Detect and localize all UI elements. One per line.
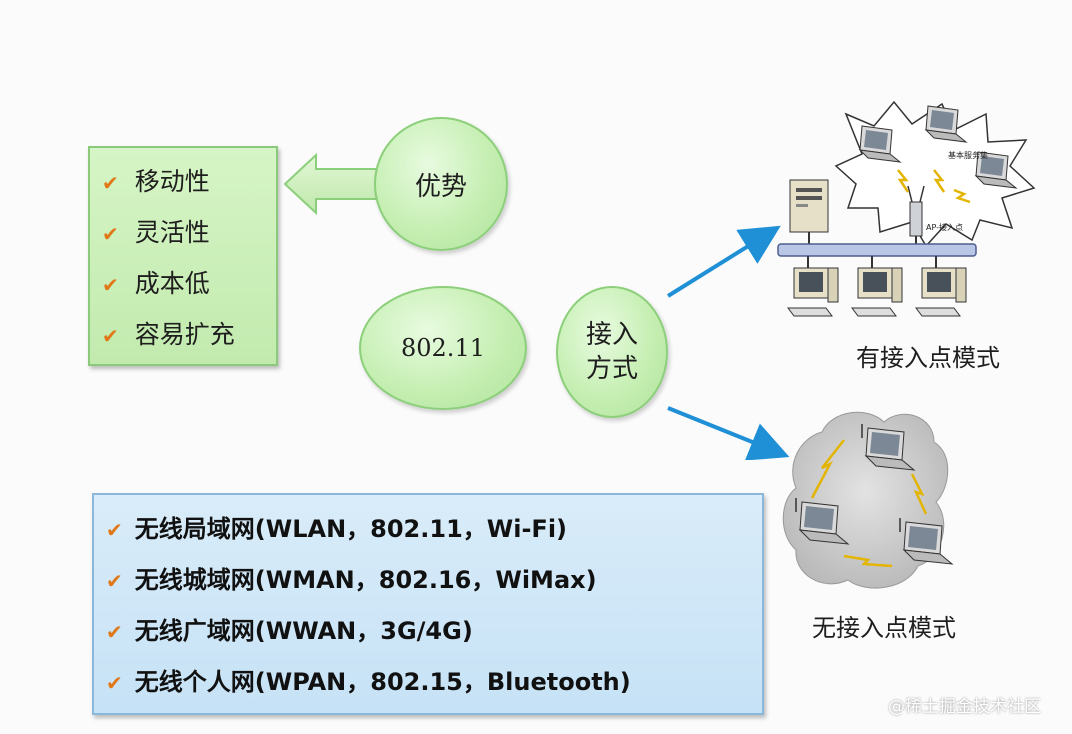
cloud-text-ap: AP-接入点 <box>926 222 963 232</box>
check-icon: ✔ <box>106 620 123 644</box>
laptop-icon <box>924 105 968 143</box>
laptop-icon <box>899 518 954 565</box>
lightning-icon <box>933 169 946 193</box>
access-mode-ellipse: 接入 方式 <box>556 286 668 418</box>
adhoc-mode-label: 无接入点模式 <box>812 614 956 642</box>
check-icon: ✔ <box>106 569 123 593</box>
watermark: @稀土掘金技术社区 <box>888 697 1041 717</box>
arrow-to-adhoc <box>667 406 790 460</box>
check-icon: ✔ <box>102 324 119 348</box>
advantage-item: ✔成本低 <box>102 264 210 304</box>
check-icon: ✔ <box>102 273 119 297</box>
lightning-icon <box>810 439 845 499</box>
laptop-icon <box>861 424 916 471</box>
network-item: ✔无线广域网(WWAN，3G/4G) <box>106 609 473 653</box>
access-mode-arrows <box>666 225 790 460</box>
laptop-icon <box>974 151 1018 189</box>
server-icon <box>789 179 829 246</box>
check-icon: ✔ <box>106 518 123 542</box>
advantage-item: ✔移动性 <box>102 162 210 202</box>
advantages-ellipse: 优势 <box>374 117 508 251</box>
laptop-icon <box>858 125 902 163</box>
network-item: ✔无线个人网(WPAN，802.15，Bluetooth) <box>106 660 631 704</box>
standard-ellipse: 802.11 <box>359 286 527 410</box>
desktop-computer-icon <box>915 256 967 317</box>
infrastructure-mode-label: 有接入点模式 <box>856 344 1000 372</box>
advantage-item: ✔灵活性 <box>102 213 210 253</box>
lightning-icon <box>843 554 893 568</box>
infrastructure-network-illustration: 基本服务集 AP-接入点 <box>777 100 1036 317</box>
cloud-text-bss: 基本服务集 <box>948 150 988 160</box>
network-item: ✔无线城域网(WMAN，802.16，WiMax) <box>106 558 597 602</box>
adhoc-network-illustration <box>782 411 954 589</box>
check-icon: ✔ <box>102 222 119 246</box>
check-icon: ✔ <box>102 171 119 195</box>
check-icon: ✔ <box>106 671 123 695</box>
lightning-icon <box>910 473 928 515</box>
lightning-icon <box>897 169 910 193</box>
laptop-icon <box>795 498 850 545</box>
wireless-networks-box: ✔无线局域网(WLAN，802.11，Wi-Fi) ✔无线城域网(WMAN，80… <box>92 493 764 715</box>
arrow-to-infrastructure <box>666 225 781 298</box>
advantage-item: ✔容易扩充 <box>102 315 235 355</box>
desktop-computer-icon <box>787 256 839 317</box>
advantage-arrow <box>283 152 379 216</box>
network-item: ✔无线局域网(WLAN，802.11，Wi-Fi) <box>106 507 567 551</box>
advantages-box: ✔移动性 ✔灵活性 ✔成本低 ✔容易扩充 <box>88 146 278 366</box>
lightning-icon <box>953 188 971 204</box>
desktop-computer-icon <box>851 256 903 317</box>
network-backbone <box>777 243 977 257</box>
